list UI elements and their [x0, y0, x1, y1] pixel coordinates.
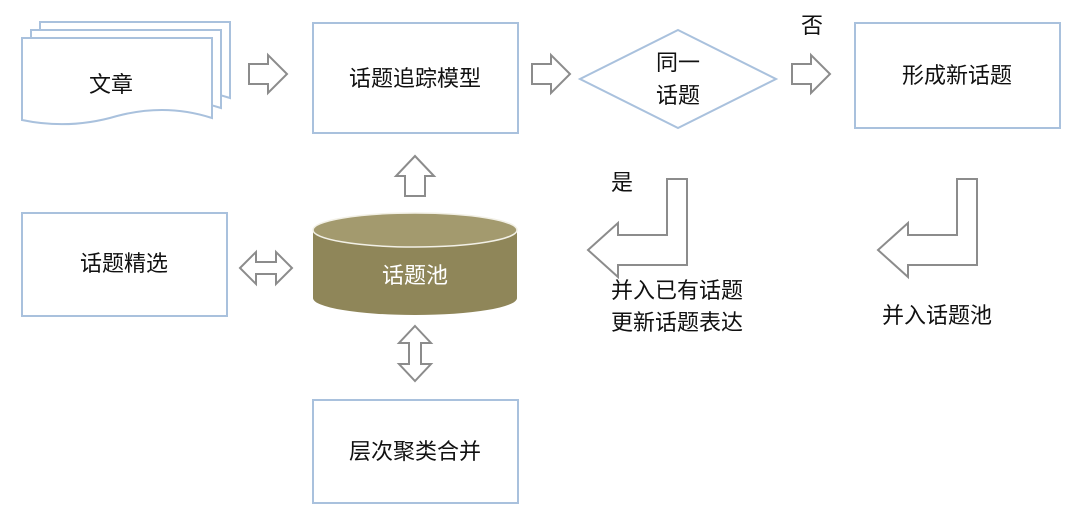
arrow-pool-to-model [393, 154, 437, 197]
new-topic-label: 形成新话题 [902, 64, 1012, 89]
same-topic-decision-diamond [577, 28, 779, 130]
topic-selection-label: 话题精选 [80, 252, 168, 277]
merge-pool-label: 并入话题池 [882, 304, 992, 329]
no-label: 否 [801, 14, 823, 39]
arrow-decision-to-new-topic [791, 52, 832, 96]
merge-existing-label-line1: 并入已有话题 [611, 279, 743, 304]
topic-pool-label: 话题池 [382, 264, 448, 289]
hierarchical-clustering-label: 层次聚类合并 [349, 440, 481, 465]
arrow-pool-selection-bidirectional [238, 249, 294, 287]
arrow-model-to-decision [531, 52, 572, 96]
topic-tracking-model-box [312, 22, 519, 134]
article-document-stack [21, 21, 231, 126]
topic-selection-box [21, 212, 228, 317]
arrow-pool-clustering-bidirectional [396, 324, 434, 383]
hierarchical-clustering-box [312, 399, 519, 504]
yes-label: 是 [611, 171, 633, 196]
arrow-new-topic-to-pool [876, 178, 978, 280]
article-label: 文章 [89, 73, 133, 98]
arrow-yes-to-pool [586, 178, 688, 280]
same-topic-label-line1: 同一 [656, 51, 700, 76]
merge-existing-label-line2: 更新话题表达 [611, 311, 743, 336]
arrow-article-to-model [248, 52, 289, 96]
new-topic-box [854, 22, 1061, 129]
topic-pool-cylinder [312, 212, 518, 315]
topic-tracking-model-label: 话题追踪模型 [349, 67, 481, 92]
same-topic-label-line2: 话题 [656, 84, 700, 109]
